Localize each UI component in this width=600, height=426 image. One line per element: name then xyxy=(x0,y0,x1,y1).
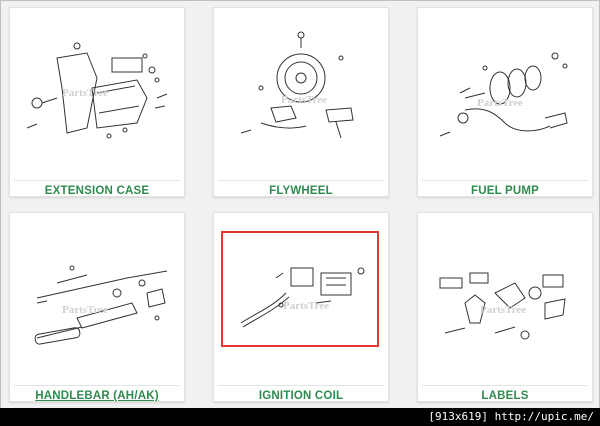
ignition-coil-diagram: PartsTree xyxy=(240,267,365,328)
card-label[interactable]: HANDLEBAR (AH/AK) xyxy=(35,390,159,402)
flywheel-diagram: PartsTree xyxy=(240,31,354,139)
selected-highlight-box xyxy=(221,231,379,347)
card-label[interactable]: FUEL PUMP xyxy=(470,185,540,197)
svg-text:PartsTree: PartsTree xyxy=(281,94,327,106)
card-flywheel[interactable]: PartsTree FLYWHEEL xyxy=(213,7,389,197)
card-label[interactable]: LABELS xyxy=(481,390,529,402)
card-ignition-coil[interactable]: PartsTree IGNITION COIL xyxy=(213,212,389,402)
card-handlebar[interactable]: PartsTree HANDLEBAR (AH/AK) xyxy=(9,212,185,402)
card-fuel-pump[interactable]: PartsTree FUEL PUMP xyxy=(417,7,593,197)
svg-text:PartsTree: PartsTree xyxy=(62,87,108,99)
svg-text:PartsTree: PartsTree xyxy=(283,300,329,312)
card-label[interactable]: IGNITION COIL xyxy=(258,390,344,402)
card-extension-case[interactable]: PartsTree EXTENSION CASE xyxy=(9,7,185,197)
svg-text:PartsTree: PartsTree xyxy=(480,304,526,316)
extension-case-diagram: PartsTree xyxy=(26,42,168,139)
handlebar-diagram: PartsTree xyxy=(34,265,168,345)
svg-text:PartsTree: PartsTree xyxy=(477,97,523,109)
card-divider xyxy=(218,385,384,386)
card-labels[interactable]: PartsTree LABELS xyxy=(417,212,593,402)
card-divider xyxy=(14,180,180,181)
svg-text:PartsTree: PartsTree xyxy=(62,304,108,316)
fuel-pump-diagram: PartsTree xyxy=(439,52,568,137)
footer-text: [913x619] http://upic.me/ xyxy=(428,410,594,423)
image-host-footer: [913x619] http://upic.me/ xyxy=(0,408,600,426)
card-label[interactable]: FLYWHEEL xyxy=(269,185,333,197)
card-label[interactable]: EXTENSION CASE xyxy=(44,185,150,197)
labels-diagram: PartsTree xyxy=(439,272,566,340)
card-divider xyxy=(14,385,180,386)
card-divider xyxy=(422,180,588,181)
card-divider xyxy=(422,385,588,386)
card-divider xyxy=(218,180,384,181)
